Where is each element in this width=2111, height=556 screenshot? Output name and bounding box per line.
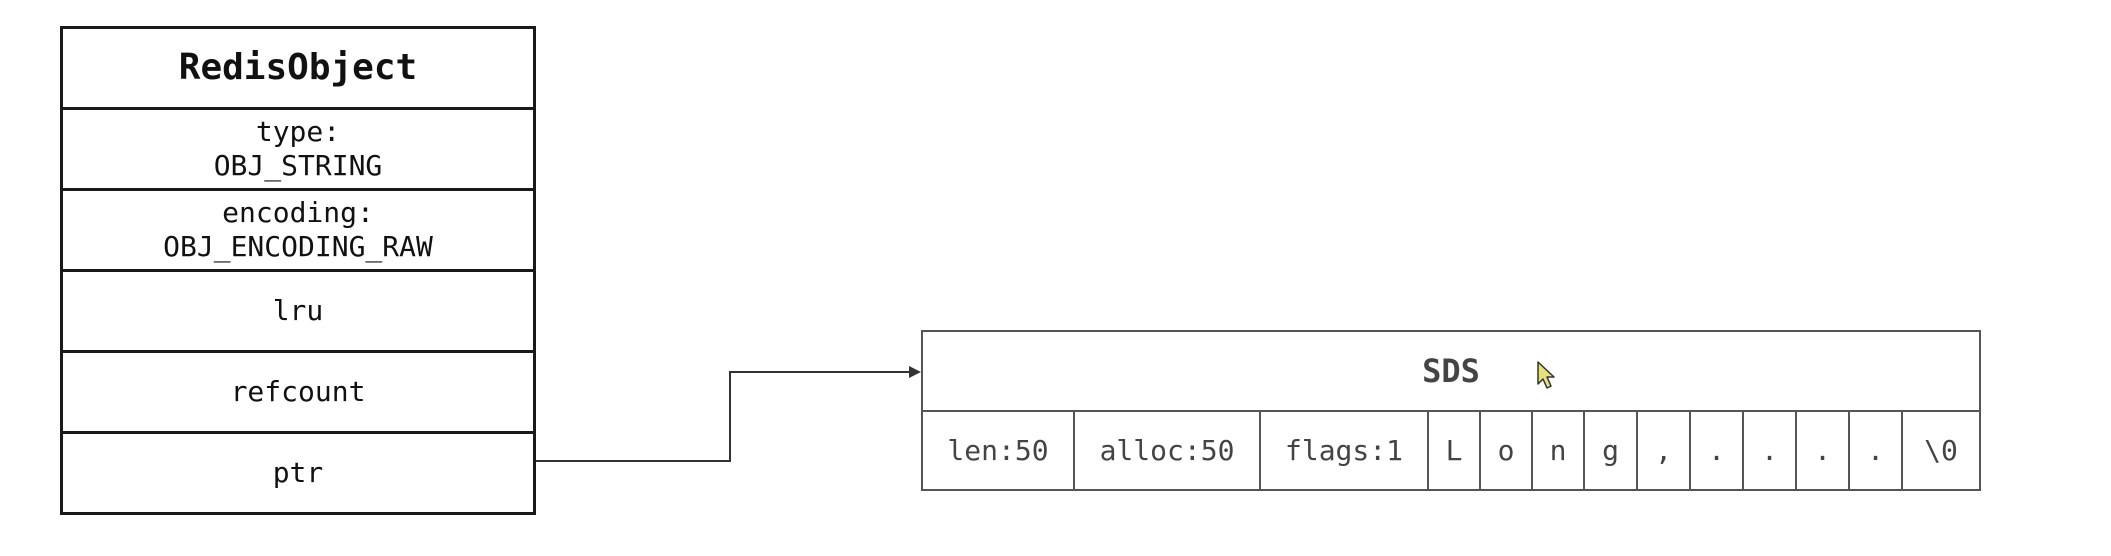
field-type: type: OBJ_STRING: [63, 110, 533, 191]
sds-cells-row: len:50 alloc:50 flags:1 L o n g , . . . …: [923, 412, 1979, 489]
sds-cell-char: n: [1533, 412, 1585, 489]
sds-struct: SDS len:50 alloc:50 flags:1 L o n g , . …: [921, 330, 1981, 491]
field-type-label: type:: [255, 115, 341, 148]
sds-cell-terminator: \0: [1924, 434, 1958, 467]
sds-cell-char: .: [1797, 412, 1850, 489]
sds-cell-alloc: alloc:50: [1075, 412, 1261, 489]
field-encoding-value: OBJ_ENCODING_RAW: [163, 230, 433, 263]
field-ptr: ptr: [63, 434, 533, 512]
redis-object-title: RedisObject: [63, 29, 533, 110]
sds-cell-char: o: [1481, 412, 1533, 489]
ptr-arrow: [536, 366, 921, 462]
sds-cell-len: len:50: [923, 412, 1075, 489]
redis-object-struct: RedisObject type: OBJ_STRING encoding: O…: [60, 26, 536, 515]
sds-cell-char: .: [1850, 412, 1903, 489]
field-lru: lru: [63, 272, 533, 353]
field-refcount-label: refcount: [230, 375, 366, 408]
field-lru-label: lru: [272, 294, 324, 327]
sds-cell-char: ,: [1638, 412, 1691, 489]
field-type-value: OBJ_STRING: [213, 149, 383, 182]
sds-cell-flags: flags:1: [1261, 412, 1429, 489]
sds-cell-char: .: [1744, 412, 1797, 489]
field-encoding-label: encoding:: [222, 196, 374, 229]
sds-title: SDS: [923, 332, 1979, 412]
sds-cell-char: .: [1691, 412, 1744, 489]
field-refcount: refcount: [63, 353, 533, 434]
sds-cell-char: g: [1585, 412, 1638, 489]
sds-cell-char: L: [1429, 412, 1481, 489]
mouse-pointer-icon: [1537, 361, 1555, 389]
field-ptr-label: ptr: [272, 456, 324, 489]
field-encoding: encoding: OBJ_ENCODING_RAW: [63, 191, 533, 272]
